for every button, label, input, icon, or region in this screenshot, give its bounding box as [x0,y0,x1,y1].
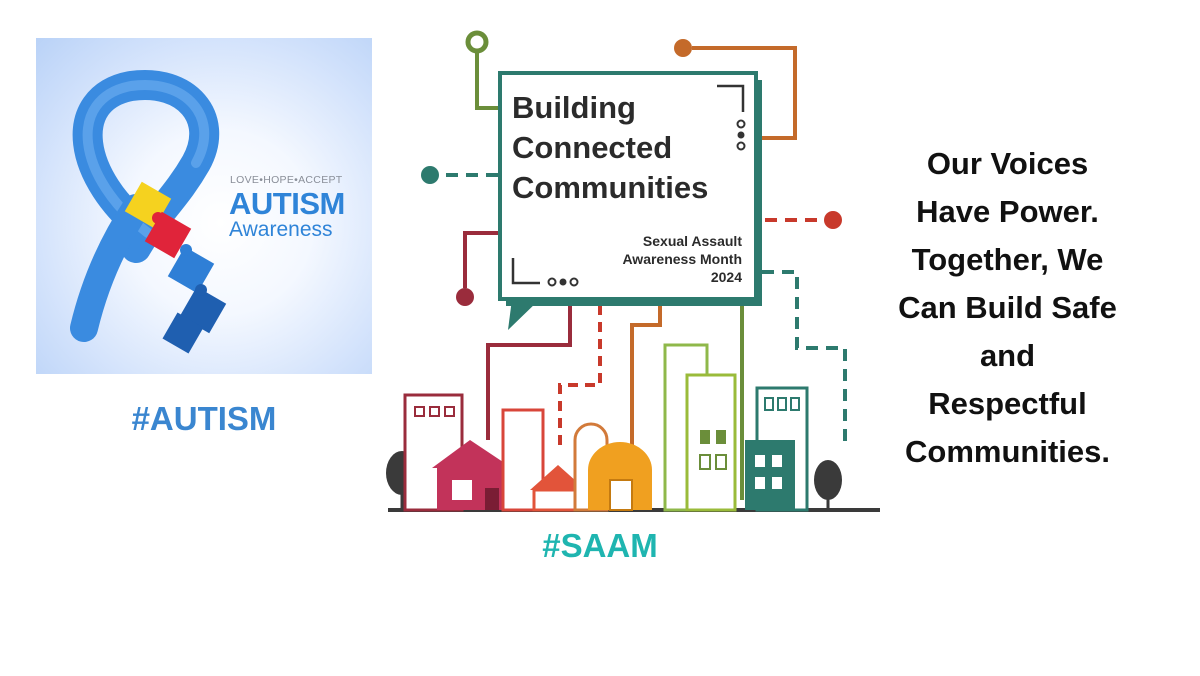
saam-bubble-subtitle: Sexual Assault Awareness Month 2024 [590,232,742,286]
saam-title-line: Building [512,90,636,125]
saam-title-line: Connected [512,130,673,165]
saam-sub-line: 2024 [710,269,742,285]
autism-tagline: LOVE•HOPE•ACCEPT [230,174,343,186]
saam-city-illustration [386,30,880,512]
autism-hashtag: #AUTISM [131,400,277,437]
awareness-ribbon-icon [70,70,227,354]
saam-hashtag: #SAAM [542,527,658,564]
autism-awareness-image: LOVE•HOPE•ACCEPT AUTISM Awareness [36,38,372,374]
quote-line: Can Build Safe [898,290,1117,325]
quote-line: Communities. [905,434,1110,469]
quote-text: Our Voices Have Power. Together, We Can … [880,140,1135,476]
autism-subtitle: Awareness [229,218,333,241]
quote-line: Have Power. [916,194,1099,229]
saam-bubble-title: Building Connected Communities [512,88,752,208]
saam-title-line: Communities [512,170,709,205]
saam-sub-line: Awareness Month [622,251,742,267]
saam-sub-line: Sexual Assault [642,233,742,249]
quote-line: Our Voices [926,146,1089,181]
quote-line: and [979,338,1036,373]
quote-line: Respectful [928,386,1087,421]
autism-title: AUTISM [229,186,345,221]
quote-line: Together, We [911,242,1104,277]
